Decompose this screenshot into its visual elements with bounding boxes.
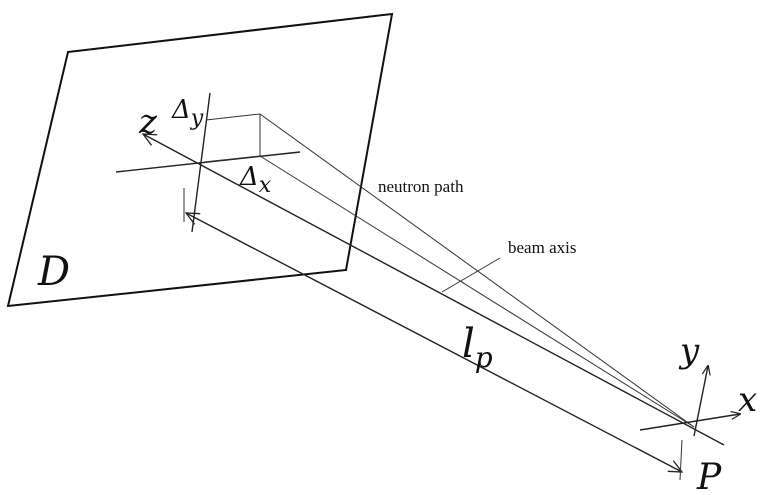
distance-lp-arrow (186, 213, 682, 472)
delta-x-symbol: Δ (239, 162, 259, 192)
distance-subscript: p (475, 341, 493, 374)
delta-x-subscript: x (259, 173, 272, 198)
axis-y-label: y (678, 331, 700, 371)
delta-y-label: Δy (171, 95, 204, 131)
delta-x-label: Δx (239, 162, 272, 198)
neutron-path-line-lower (259, 155, 695, 428)
neutron-path-line-upper (259, 113, 695, 428)
local-y-axis (693, 366, 708, 437)
neutron-path-label: neutron path (378, 177, 464, 196)
axis-x-label: x (738, 380, 757, 420)
local-x-axis (639, 414, 740, 431)
axis-z-label: z (138, 102, 158, 142)
point-p-label: P (696, 457, 722, 495)
distance-symbol: l (462, 321, 475, 367)
delta-x-offset (203, 155, 261, 163)
delta-y-symbol: Δ (171, 95, 191, 125)
detector-vertical-axis (191, 92, 211, 233)
detector-label: D (37, 249, 70, 295)
delta-y-subscript: y (190, 106, 204, 131)
distance-label: lp (462, 321, 493, 374)
beam-axis-label: beam axis (508, 238, 576, 257)
delta-y-offset (205, 113, 261, 156)
beam-axis-leader (441, 257, 501, 293)
distance-tick-right (679, 439, 683, 481)
